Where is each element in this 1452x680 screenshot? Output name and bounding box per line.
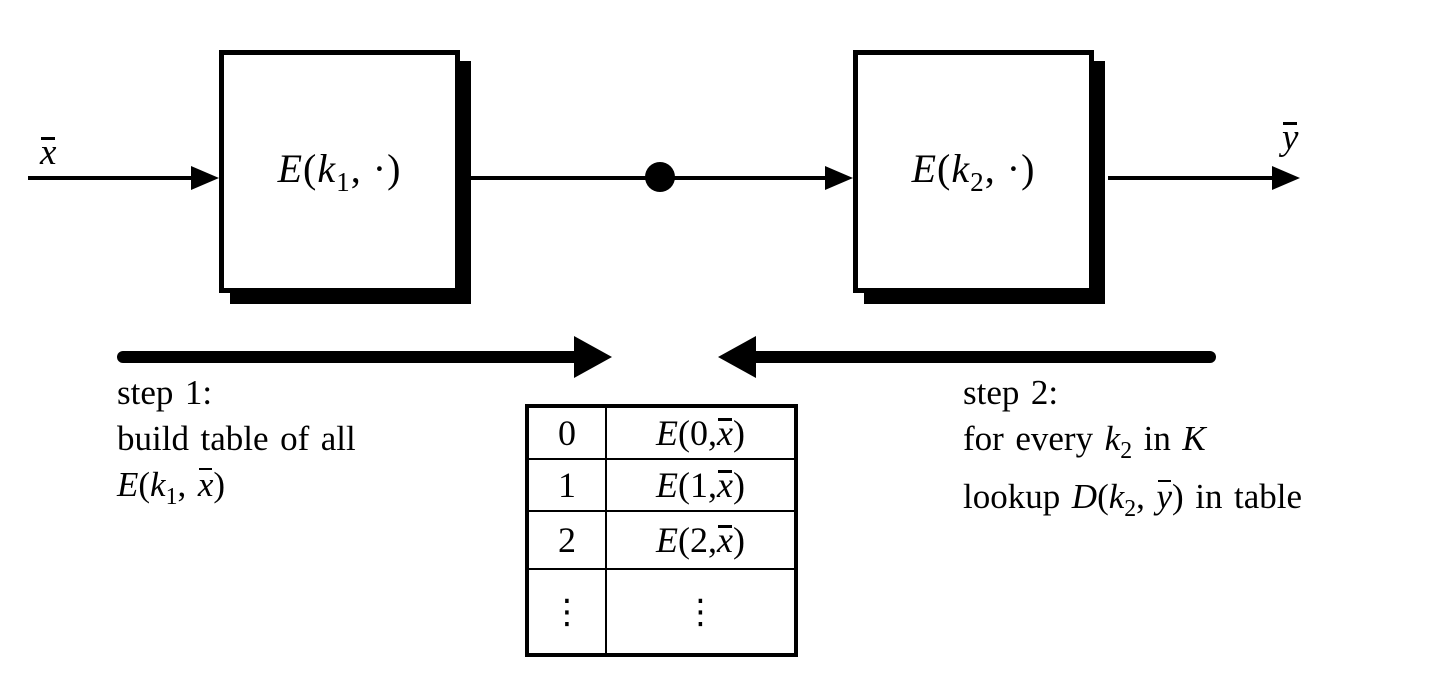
table-row: 1 E(1, x) [529, 460, 794, 512]
middle-arrowhead-icon [825, 166, 853, 190]
step2-arrowhead-icon [718, 336, 756, 378]
step1-arrowhead-icon [574, 336, 612, 378]
table-row: 2 E(2, x) [529, 512, 794, 570]
step2-line-3: lookup D(k2, y) in table [963, 474, 1302, 532]
value-cell: ⋮ [683, 591, 718, 632]
output-arrowhead-icon [1272, 166, 1300, 190]
key-cell: 2 [529, 512, 607, 568]
step1-line-1: step 1: [117, 373, 213, 412]
input-arrowhead-icon [191, 166, 219, 190]
key-cell: ⋮ [529, 570, 607, 653]
table-row: 0 E(0, x) [529, 408, 794, 460]
table-row-ellipsis: ⋮ ⋮ [529, 570, 794, 653]
encryption-box-1: E(k1, ·) [219, 50, 460, 293]
encryption-box-2: E(k2, ·) [853, 50, 1094, 293]
step1-line-2: build table of all [117, 419, 356, 458]
input-line [28, 176, 194, 180]
step2-arrow-shaft [752, 351, 1216, 363]
step1-caption: step 1: build table of all E(k1, x) [117, 370, 356, 520]
step1-arrow-shaft [117, 351, 579, 363]
output-line [1108, 176, 1272, 180]
step2-caption: step 2: for every k2 in K lookup D(k2, y… [963, 370, 1302, 532]
step2-line-1: step 2: [963, 373, 1059, 412]
value-cell: E(1, x) [656, 465, 745, 505]
step1-line-3: E(k1, x) [117, 462, 356, 520]
value-cell: E(0, x) [656, 413, 745, 453]
step2-line-2: for every k2 in K [963, 419, 1206, 464]
lookup-table: 0 E(0, x) 1 E(1, x) 2 E(2, x) ⋮ ⋮ [525, 404, 798, 657]
output-label: y [1282, 117, 1299, 158]
encryption-box-1-label: E(k1, ·) [277, 146, 402, 197]
input-label: x [40, 132, 57, 173]
value-cell: E(2, x) [656, 520, 745, 560]
key-cell: 1 [529, 460, 607, 510]
junction-dot [645, 162, 675, 192]
key-cell: 0 [529, 408, 607, 458]
encryption-box-2-label: E(k2, ·) [911, 146, 1036, 197]
